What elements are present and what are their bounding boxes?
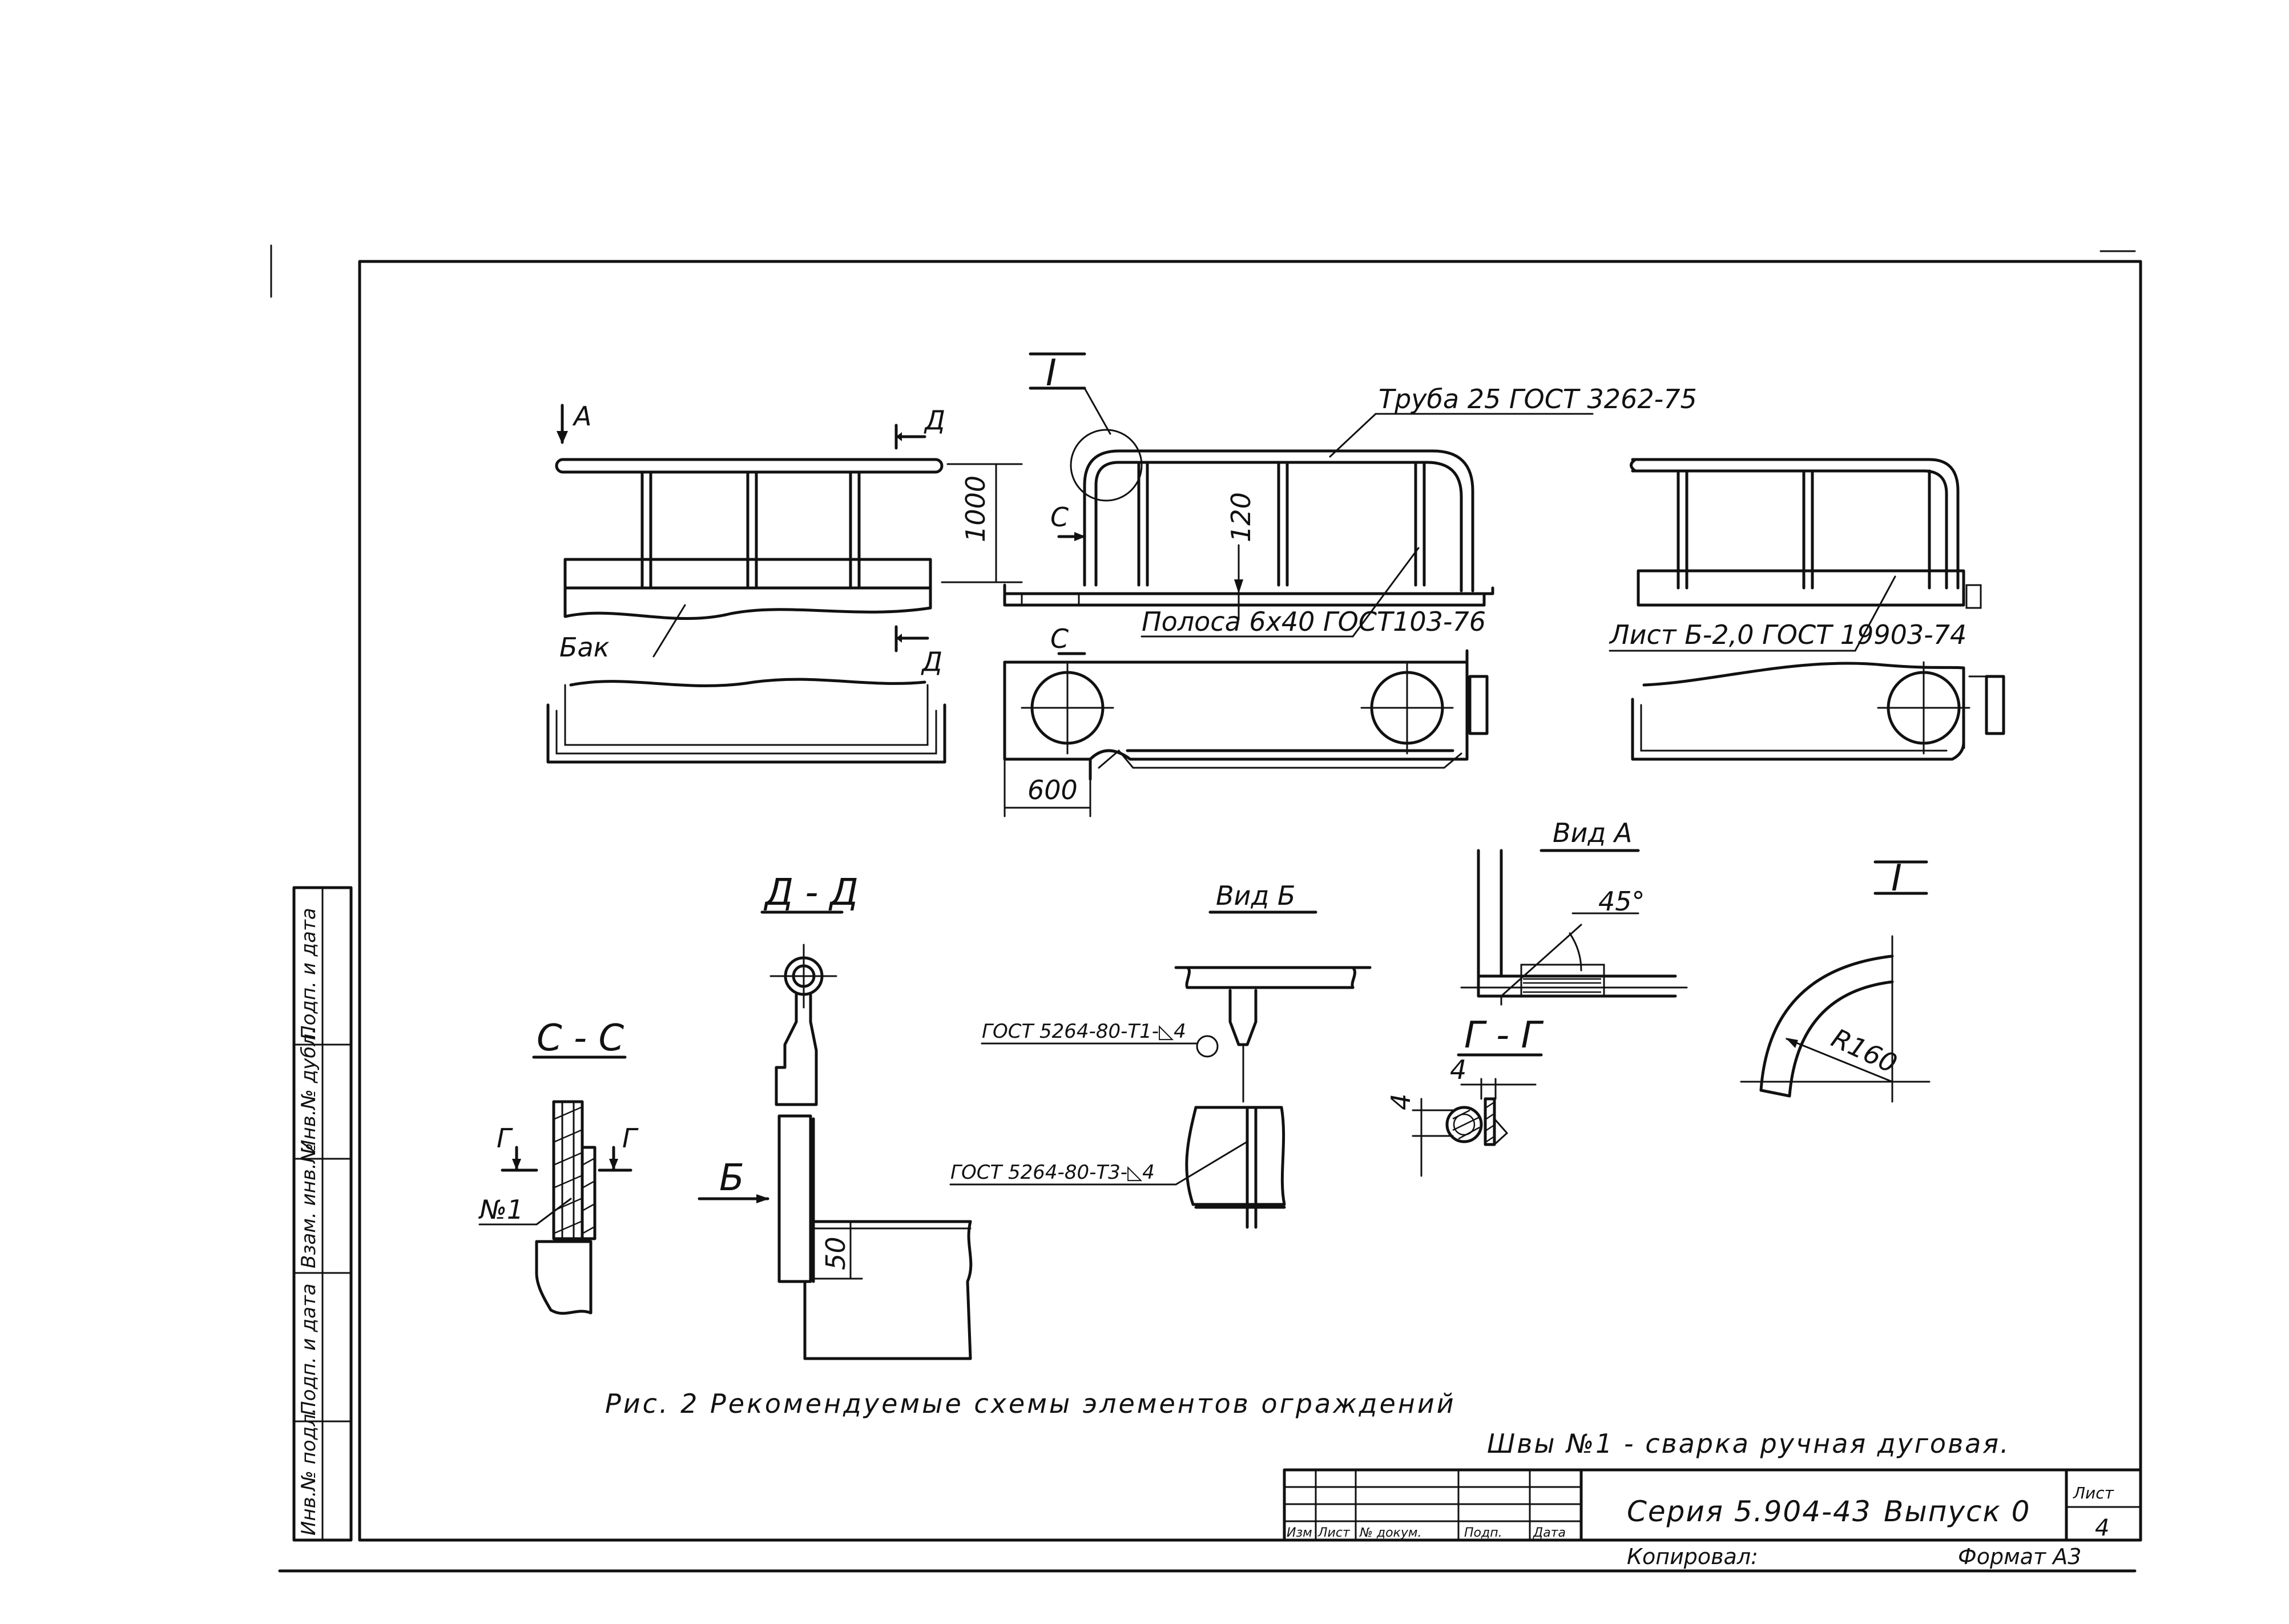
col-doc: № докум. — [1359, 1526, 1421, 1540]
arrow-b-label: Б — [719, 1157, 744, 1199]
dim-600: 600 — [1027, 775, 1078, 805]
arrow-a-label: А — [572, 401, 591, 432]
sheet-frame — [270, 244, 2142, 1573]
copied-by-label: Копировал: — [1627, 1544, 1758, 1569]
dim-1000: 1000 — [960, 475, 991, 542]
angle-45-label: 45° — [1598, 886, 1645, 917]
g-arrow-left-label: Г — [497, 1123, 513, 1154]
side-stamp-inv-dubl: Инв.№ дубл. — [297, 1027, 320, 1154]
g-arrow-right-label: Г — [622, 1123, 639, 1154]
side-stamp-podp-data-2: Подп. и дата — [297, 908, 320, 1040]
section-d-d: Д - Д Б 50 — [698, 872, 973, 1360]
side-stamp-inv-podl: Инв.№ подл. — [297, 1408, 320, 1536]
section-d-d-title: Д - Д — [763, 872, 859, 914]
arrow-c-bottom-label: С — [1050, 623, 1069, 654]
arrow-d-bottom-label: Д — [921, 646, 942, 677]
side-stamp-podp-data-1: Подп. и дата — [297, 1283, 320, 1416]
col-date: Дата — [1533, 1526, 1566, 1540]
center-railing-view: I 120 С С Труба 25 ГОСТ 3262-75 — [1003, 352, 1697, 817]
issue-label: Выпуск 0 — [1884, 1495, 2030, 1528]
figure-caption: Рис. 2 Рекомендуемые схемы элементов огр… — [605, 1388, 1456, 1419]
sheet-label: Лист — [2073, 1484, 2114, 1502]
col-izm: Изм — [1287, 1526, 1312, 1540]
strip-label: Полоса 6х40 ГОСТ103-76 — [1142, 606, 1486, 637]
right-railing-view: Лист Б-2,0 ГОСТ 19903-74 — [1609, 458, 2005, 761]
dim-50: 50 — [820, 1236, 851, 1270]
section-c-c: С - С Г Г №1 — [478, 1017, 639, 1315]
arrow-d-top-label: Д — [924, 405, 945, 436]
detail-I-title: I — [1891, 857, 1902, 900]
title-block: Изм Лист № докум. Подп. Дата Серия 5.904… — [1283, 1468, 2142, 1569]
section-g-g: Г - Г 4 4 — [1385, 1014, 1544, 1177]
view-b: Вид Б ГОСТ 5264-80-Т1-◺4 ГОСТ 5264-80-Т3… — [949, 880, 1372, 1229]
pipe-label: Труба 25 ГОСТ 3262-75 — [1379, 384, 1697, 414]
detail-I: I R160 — [1740, 857, 1931, 1103]
view-a: Вид А 45° — [1460, 817, 1688, 1006]
weld-callout-2: ГОСТ 5264-80-Т3-◺4 — [950, 1161, 1155, 1184]
arrow-c-top-label: С — [1050, 502, 1069, 533]
section-g-g-title: Г - Г — [1464, 1014, 1544, 1057]
dim-4-horizontal: 4 — [1450, 1054, 1466, 1085]
side-stamp: Инв.№ подл. Подп. и дата Взам. инв.№ Инв… — [292, 886, 353, 1542]
view-a-title: Вид А — [1553, 817, 1632, 848]
col-list: Лист — [1317, 1526, 1351, 1540]
callout-I-label: I — [1046, 352, 1057, 394]
col-podp: Подп. — [1464, 1526, 1502, 1540]
sheet-material-label: Лист Б-2,0 ГОСТ 19903-74 — [1609, 619, 1966, 650]
tank-label: Бак — [559, 632, 610, 663]
series-label: Серия 5.904-43 — [1627, 1495, 1872, 1528]
section-c-c-title: С - С — [537, 1017, 624, 1059]
left-railing-view: А Д Д 1000 Бак — [546, 401, 1023, 764]
view-b-title: Вид Б — [1216, 880, 1295, 911]
format-label: Формат А3 — [1958, 1544, 2081, 1569]
weld-n1-label: №1 — [478, 1194, 523, 1225]
welds-note: Швы №1 - сварка ручная дуговая. — [1487, 1428, 2010, 1459]
side-stamp-vzam-inv: Взам. инв.№ — [297, 1143, 320, 1268]
sheet-number: 4 — [2095, 1515, 2109, 1541]
dim-120: 120 — [1226, 492, 1256, 542]
dim-4-vertical: 4 — [1385, 1094, 1416, 1110]
weld-callout-1: ГОСТ 5264-80-Т1-◺4 — [982, 1020, 1186, 1043]
